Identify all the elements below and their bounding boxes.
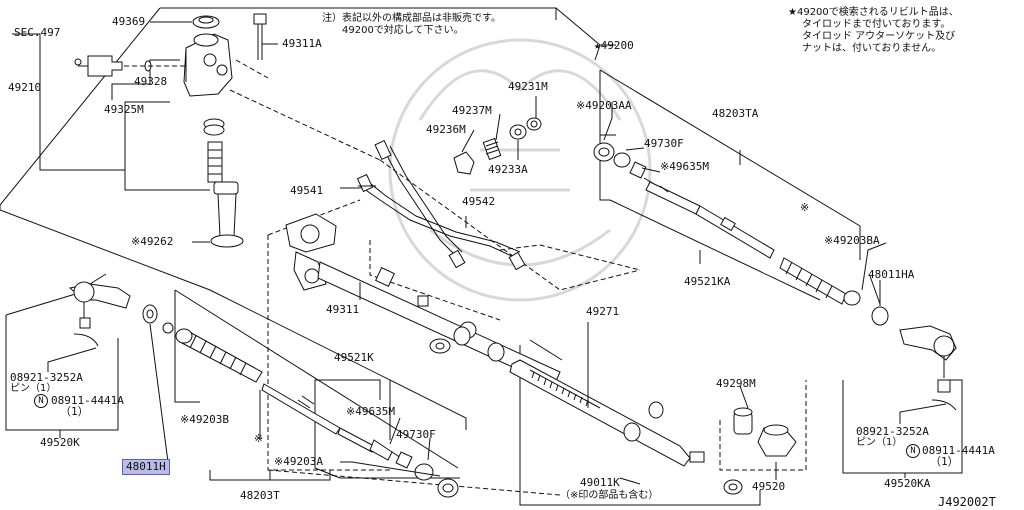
- label-48203t[interactable]: 48203T: [240, 489, 280, 502]
- label-49730f-left[interactable]: 49730F: [396, 428, 436, 441]
- note-top-center-line-2: 49200で対応して下さい。: [342, 25, 464, 36]
- hydraulic-lines: [340, 139, 526, 271]
- label-49311[interactable]: 49311: [326, 303, 360, 316]
- label-49730f-right[interactable]: 49730F: [644, 137, 684, 150]
- note-top-right-line-1: ★49200で検索されるリビルト品は、: [788, 7, 959, 18]
- diagram-id: J492002T: [938, 495, 996, 509]
- note-top-right-line-4: ナットは、付いておりません。: [802, 43, 942, 54]
- right-inner-tie-rod: [593, 142, 889, 326]
- left-inner-tie-rod: [142, 304, 459, 498]
- yoke-parts: [453, 96, 542, 175]
- label-49325m[interactable]: 49325M: [104, 103, 144, 116]
- label-49011k-note: （※印の部品も含む）: [560, 490, 659, 501]
- right-outer-tie-rod-end: [899, 325, 957, 424]
- pinion-shaft: [192, 118, 244, 248]
- label-48011ha[interactable]: 48011HA: [868, 268, 915, 281]
- label-49262[interactable]: ※49262: [131, 235, 174, 248]
- label-49635m-right[interactable]: ※49635M: [660, 160, 709, 173]
- label-49369[interactable]: 49369: [112, 15, 146, 28]
- label-49236m[interactable]: 49236M: [426, 123, 466, 136]
- label-49298m[interactable]: 49298M: [716, 377, 756, 390]
- bushing-parts: [733, 407, 797, 457]
- label-49520k[interactable]: 49520K: [40, 436, 80, 449]
- label-49231m[interactable]: 49231M: [508, 80, 548, 93]
- label-49203a[interactable]: ※49203A: [274, 455, 323, 468]
- label-48203ta[interactable]: 48203TA: [712, 107, 759, 120]
- note-top-center-line-1: 注）表記以外の構成部品は非販売です。: [322, 13, 501, 24]
- label-49011k[interactable]: 49011K: [580, 476, 620, 489]
- label-49542[interactable]: 49542: [462, 195, 496, 208]
- label-49271[interactable]: 49271: [586, 305, 620, 318]
- note-top-right-line-2: タイロッドまで付いております。: [802, 19, 951, 30]
- label-49520[interactable]: 49520: [752, 480, 786, 493]
- leader-lines: [89, 102, 887, 485]
- pinion-housing: [39, 33, 233, 191]
- part-49369-cap: [150, 15, 220, 29]
- label-49635m-left[interactable]: ※49635M: [346, 405, 395, 418]
- label-left-pin: ピン（1）: [10, 383, 57, 394]
- label-49521ka[interactable]: 49521KA: [684, 275, 731, 288]
- label-49233a[interactable]: 49233A: [488, 163, 528, 176]
- label-48011h-highlighted[interactable]: 48011H: [122, 459, 170, 475]
- label-49521k[interactable]: 49521K: [334, 351, 374, 364]
- label-49311a[interactable]: 49311A: [282, 37, 322, 50]
- part-49311a-bolt: [235, 13, 278, 79]
- label-right-pin: ピン（1）: [856, 437, 903, 448]
- label-49203aa[interactable]: ※49203AA: [576, 99, 632, 112]
- left-outer-socket-box: [5, 291, 119, 438]
- note-top-right-line-3: タイロッド アウターソケット及び: [802, 31, 956, 42]
- rack-housing: [285, 213, 561, 387]
- right-outer-socket-box: [842, 379, 963, 478]
- label-49200[interactable]: ★49200: [594, 39, 634, 52]
- label-49203b[interactable]: ※49203B: [180, 413, 229, 426]
- rack-bar: [509, 322, 743, 495]
- label-49210[interactable]: 49210: [8, 81, 42, 94]
- label-49520ka[interactable]: 49520KA: [884, 477, 931, 490]
- part-49325m-connector: [74, 55, 186, 77]
- label-asterisk-left: ※: [254, 432, 264, 445]
- label-left-n-circle: N: [34, 394, 48, 408]
- label-right-08911[interactable]: 08911-4441A: [922, 444, 995, 457]
- label-49541[interactable]: 49541: [290, 184, 324, 197]
- label-left-08921[interactable]: 08921-3252A: [10, 371, 83, 384]
- label-sec497[interactable]: SEC.497: [14, 26, 61, 39]
- label-right-qty: （1）: [930, 455, 959, 468]
- label-49237m[interactable]: 49237M: [452, 104, 492, 117]
- label-49328[interactable]: 49328: [134, 75, 168, 88]
- rack-housing-outline: [229, 89, 807, 496]
- left-inner-rod-frame: [174, 289, 460, 481]
- right-inner-rod-frame: [599, 69, 861, 301]
- label-right-08921[interactable]: 08921-3252A: [856, 425, 929, 438]
- label-49203ba[interactable]: ※49203BA: [824, 234, 880, 247]
- label-asterisk-right: ※: [800, 201, 810, 214]
- label-left-08911[interactable]: 08911-4441A: [51, 394, 124, 407]
- label-left-qty: （1）: [60, 405, 89, 418]
- left-outer-tie-rod-end: [47, 281, 131, 372]
- label-right-n-circle: N: [906, 444, 920, 458]
